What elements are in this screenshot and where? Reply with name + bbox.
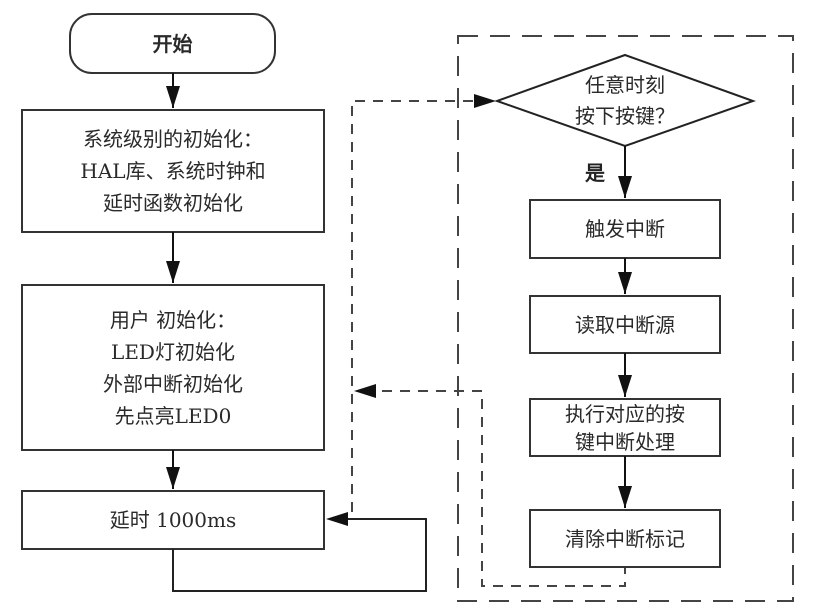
interrupt-region-border — [457, 35, 794, 602]
arrowhead-system-to-user-init — [166, 261, 180, 283]
read-source-text: 读取中断源 — [530, 296, 720, 353]
handle-line-1: 执行对应的按 — [565, 401, 685, 426]
arrowhead-handle-to-clear — [618, 486, 632, 508]
user-init-line-4: 先点亮LED0 — [114, 403, 232, 428]
start-label-container: 开始 — [70, 14, 275, 73]
arrowhead-trigger-to-read — [618, 272, 632, 294]
trigger-interrupt-box[interactable] — [529, 199, 721, 259]
system-init-line-3: 延时函数初始化 — [103, 191, 243, 215]
user-init-line-1: 用户 初始化： — [109, 307, 237, 332]
system-init-box[interactable] — [21, 109, 325, 233]
arrowhead-decision-to-trigger — [618, 176, 632, 198]
clear-flag-box[interactable] — [529, 509, 721, 568]
arrowhead-to-decision — [474, 94, 496, 108]
dashed-link-to-decision — [351, 100, 494, 512]
delay-loop-line — [172, 518, 427, 592]
user-init-text: 用户 初始化： LED灯初始化 外部中断初始化 先点亮LED0 — [22, 285, 324, 450]
user-init-line-2: LED灯初始化 — [111, 339, 235, 364]
delay-label: 延时 1000ms — [109, 508, 237, 532]
decision-text: 任意时刻 按下按键？ — [540, 68, 710, 134]
yes-label: 是 — [585, 161, 605, 185]
read-source-box[interactable] — [529, 295, 721, 354]
user-init-box[interactable] — [21, 284, 325, 451]
delay-box[interactable] — [21, 490, 325, 550]
dashed-return-from-interrupt — [376, 390, 626, 587]
trigger-label: 触发中断 — [585, 217, 665, 241]
system-init-text: 系统级别的初始化： HAL库、系统时钟和 延时函数初始化 — [22, 110, 324, 232]
handle-interrupt-box[interactable] — [529, 398, 721, 457]
handle-text: 执行对应的按 键中断处理 — [530, 399, 720, 456]
system-init-line-2: HAL库、系统时钟和 — [80, 159, 266, 183]
arrowhead-user-init-to-delay — [166, 467, 180, 489]
system-init-line-1: 系统级别的初始化： — [83, 127, 263, 151]
arrowhead-read-to-handle — [618, 375, 632, 397]
start-label: 开始 — [152, 31, 193, 56]
user-init-line-3: 外部中断初始化 — [103, 371, 243, 396]
decision-line-1: 任意时刻 — [585, 73, 665, 97]
clear-flag-label: 清除中断标记 — [565, 526, 685, 551]
trigger-text: 触发中断 — [530, 200, 720, 258]
clear-flag-text: 清除中断标记 — [530, 510, 720, 567]
arrowhead-start-to-system-init — [166, 86, 180, 108]
arrowhead-return — [354, 384, 376, 398]
arrowhead-delay-loop — [326, 512, 348, 526]
decision-line-2: 按下按键？ — [575, 104, 675, 128]
delay-text: 延时 1000ms — [22, 491, 324, 549]
read-source-label: 读取中断源 — [575, 312, 675, 337]
handle-line-2: 键中断处理 — [575, 429, 675, 454]
